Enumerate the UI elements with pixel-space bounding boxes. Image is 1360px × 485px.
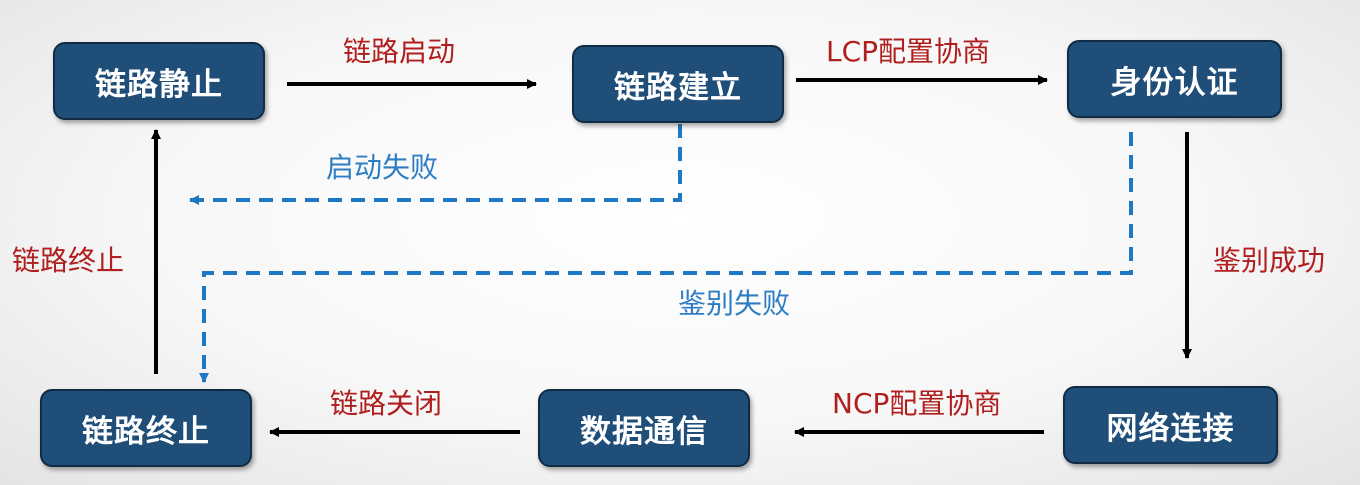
label-link-terminate-side: 链路终止 — [12, 244, 125, 277]
node-link-establish: 链路建立 — [572, 45, 784, 123]
label-lcp-negotiate: LCP配置协商 — [826, 35, 991, 68]
label-auth-success: 鉴别成功 — [1213, 244, 1326, 277]
label-link-close: 链路关闭 — [330, 387, 443, 420]
arrow-auth-fail — [199, 132, 1133, 383]
label-ncp-negotiate: NCP配置协商 — [832, 387, 1002, 420]
node-link-terminate: 链路终止 — [40, 389, 252, 467]
node-authenticate: 身份认证 — [1067, 40, 1282, 118]
label-start-fail: 启动失败 — [326, 151, 439, 184]
node-link-dead: 链路静止 — [53, 42, 265, 120]
label-link-start: 链路启动 — [343, 35, 456, 68]
node-network: 网络连接 — [1063, 386, 1278, 464]
node-data-communication: 数据通信 — [538, 389, 750, 467]
arrow-start-fail — [189, 124, 682, 205]
label-auth-fail: 鉴别失败 — [678, 287, 791, 320]
